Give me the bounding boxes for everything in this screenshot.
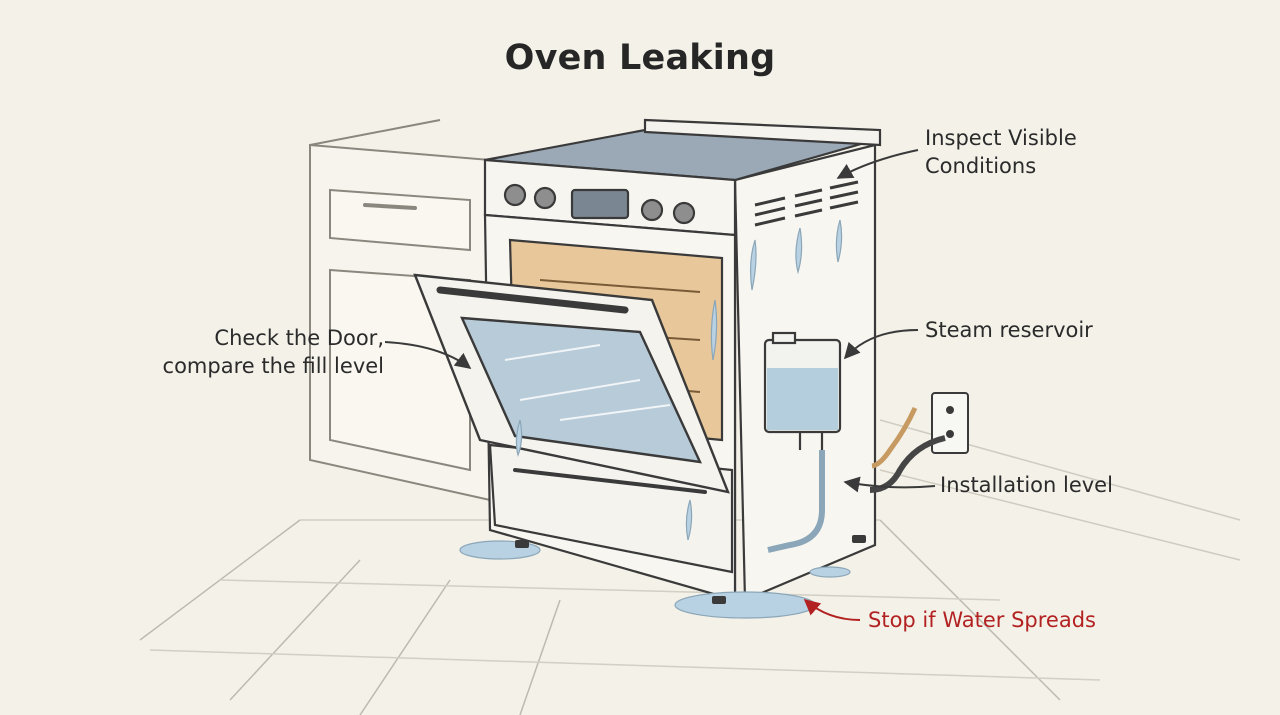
arrow-door: [384, 341, 472, 369]
water-leak: [459, 219, 851, 619]
label-installation-level: Installation level: [940, 473, 1113, 497]
label-inspect-visible-conditions: Inspect Visible Conditions: [925, 124, 1077, 180]
label-stop-if-water-spreads: Stop if Water Spreads: [868, 608, 1096, 632]
oven-feet: [515, 535, 866, 604]
arrow-inspect: [836, 149, 919, 179]
power-outlet: [869, 392, 969, 493]
drain-pipe: [767, 450, 825, 553]
page-title: Oven Leaking: [504, 38, 776, 78]
arrow-installation: [843, 476, 936, 493]
label-door-line-1: Check the Door,: [214, 326, 384, 350]
label-check-door: Check the Door, compare the fill level: [140, 324, 384, 380]
steam-reservoir-tank: [763, 331, 842, 450]
label-inspect-line-2: Conditions: [925, 154, 1037, 178]
label-inspect-line-1: Inspect Visible: [925, 126, 1077, 150]
control-panel: [483, 158, 737, 237]
callout-arrows: [384, 149, 936, 621]
label-steam-reservoir: Steam reservoir: [925, 318, 1093, 342]
arrow-stop: [803, 598, 861, 621]
label-door-line-2: compare the fill level: [162, 354, 384, 378]
oven-door: [413, 273, 730, 494]
cabinet: [309, 119, 491, 502]
vents: [754, 180, 859, 227]
arrow-reservoir: [843, 329, 919, 360]
